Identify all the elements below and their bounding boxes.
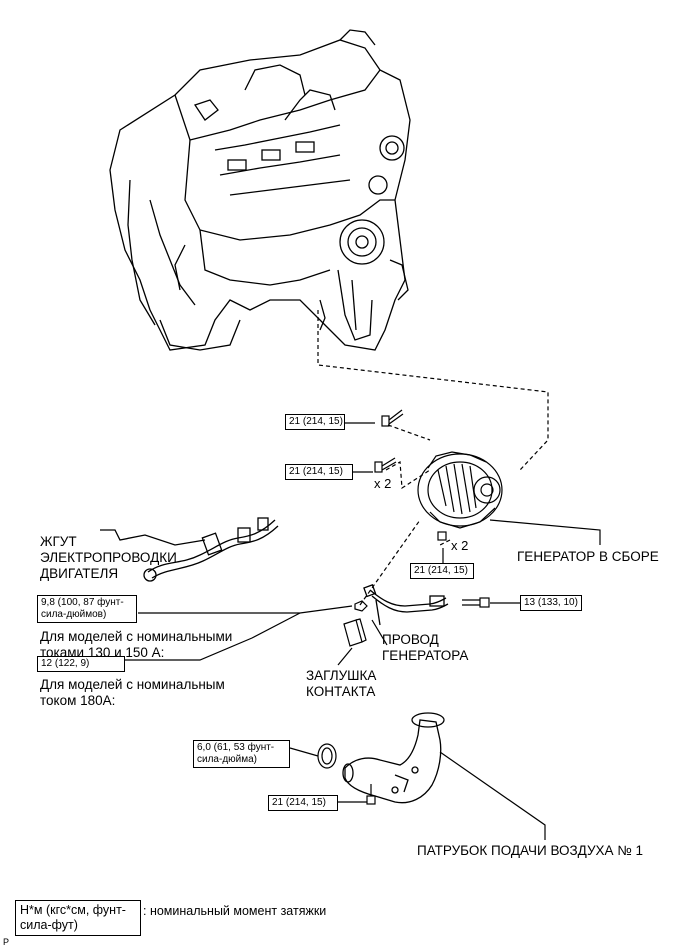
wire-label-leader xyxy=(371,619,388,646)
torque-spec-wire-bolt: 13 (133, 10) xyxy=(520,595,582,611)
bolt-1 xyxy=(381,409,404,427)
label-engine-harness: ЖГУТ ЭЛЕКТРОПРОВОДКИ ДВИГАТЕЛЯ xyxy=(40,534,177,581)
corner-mark: P xyxy=(3,937,10,947)
intake-pipe-illustration xyxy=(342,712,445,804)
quantity-bolts: x 2 xyxy=(374,476,392,491)
mount-leader-lines xyxy=(317,310,549,606)
torque-spec-130-150a: 9,8 (100, 87 фунт- сила-дюймов) xyxy=(37,595,137,623)
nut-generator-wire xyxy=(354,600,368,612)
leader-t6 xyxy=(125,612,301,661)
clamp-illustration xyxy=(317,743,337,769)
note-models-130-150a: Для моделей с номинальными токами 130 и … xyxy=(40,629,233,660)
note-models-180a: Для моделей с номинальным током 180А: xyxy=(40,677,225,708)
generator-wire-illustration xyxy=(363,584,449,626)
legend-torque-unit-box: Н*м (кгс*см, фунт- сила-фут) xyxy=(15,900,141,936)
torque-spec-generator-nut: 21 (214, 15) xyxy=(410,563,474,579)
label-terminal-plug: ЗАГЛУШКА КОНТАКТА xyxy=(306,668,377,699)
harness-illustration xyxy=(100,517,279,582)
terminal-plug-illustration xyxy=(343,618,367,647)
generator-illustration xyxy=(417,451,503,541)
label-generator-wire: ПРОВОД ГЕНЕРАТОРА xyxy=(382,632,469,663)
intake-leader xyxy=(439,751,546,840)
label-generator-assembly: ГЕНЕРАТОР В СБОРЕ xyxy=(517,549,659,564)
plug-leader xyxy=(337,647,353,666)
bolt-pipe xyxy=(366,784,376,805)
torque-spec-clamp: 6,0 (61, 53 фунт- сила-дюйма) xyxy=(193,740,290,768)
generator-leader xyxy=(489,519,601,545)
torque-spec-pipe-bolt: 21 (214, 15) xyxy=(268,795,338,811)
engine-illustration xyxy=(109,29,411,351)
legend-description: : номинальный момент затяжки xyxy=(143,904,327,918)
torque-spec-180a: 12 (122, 9) xyxy=(37,656,125,672)
leader-t5 xyxy=(138,605,353,614)
torque-spec-generator-bolts: 21 (214, 15) xyxy=(285,464,353,480)
torque-spec-generator-bolt-top: 21 (214, 15) xyxy=(285,414,345,430)
bolt-2 xyxy=(374,457,397,473)
quantity-nuts: x 2 xyxy=(451,538,469,553)
label-intake-pipe: ПАТРУБОК ПОДАЧИ ВОЗДУХА № 1 xyxy=(417,843,644,858)
bolt-wire xyxy=(462,597,490,608)
leader-t7 xyxy=(289,747,319,757)
